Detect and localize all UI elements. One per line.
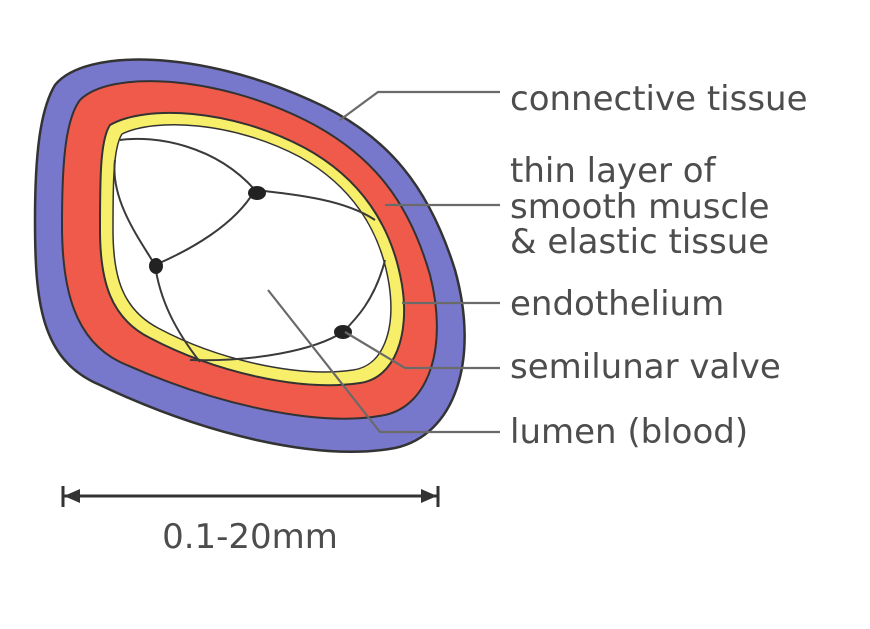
label-endothelium: endothelium bbox=[510, 284, 724, 324]
valve-cusp bbox=[154, 189, 256, 266]
lumen-area bbox=[112, 124, 392, 373]
valve-node bbox=[149, 258, 163, 274]
leader-connective-tissue bbox=[339, 90, 500, 121]
leader-semilunar-valve bbox=[344, 331, 500, 370]
valve-node bbox=[248, 186, 266, 200]
label-muscle-line3: & elastic tissue bbox=[510, 222, 769, 262]
label-connective-tissue: connective tissue bbox=[510, 79, 808, 119]
scale-arrow-right bbox=[421, 489, 437, 503]
scale-arrow-left bbox=[64, 489, 80, 503]
label-muscle-line1: thin layer of bbox=[510, 151, 717, 191]
label-lumen: lumen (blood) bbox=[510, 412, 748, 452]
leader-lumen bbox=[267, 289, 500, 434]
scale-label: 0.1-20mm bbox=[162, 517, 338, 557]
valve-node bbox=[334, 325, 352, 339]
label-semilunar-valve: semilunar valve bbox=[510, 347, 781, 387]
label-muscle-line2: smooth muscle bbox=[510, 187, 770, 227]
